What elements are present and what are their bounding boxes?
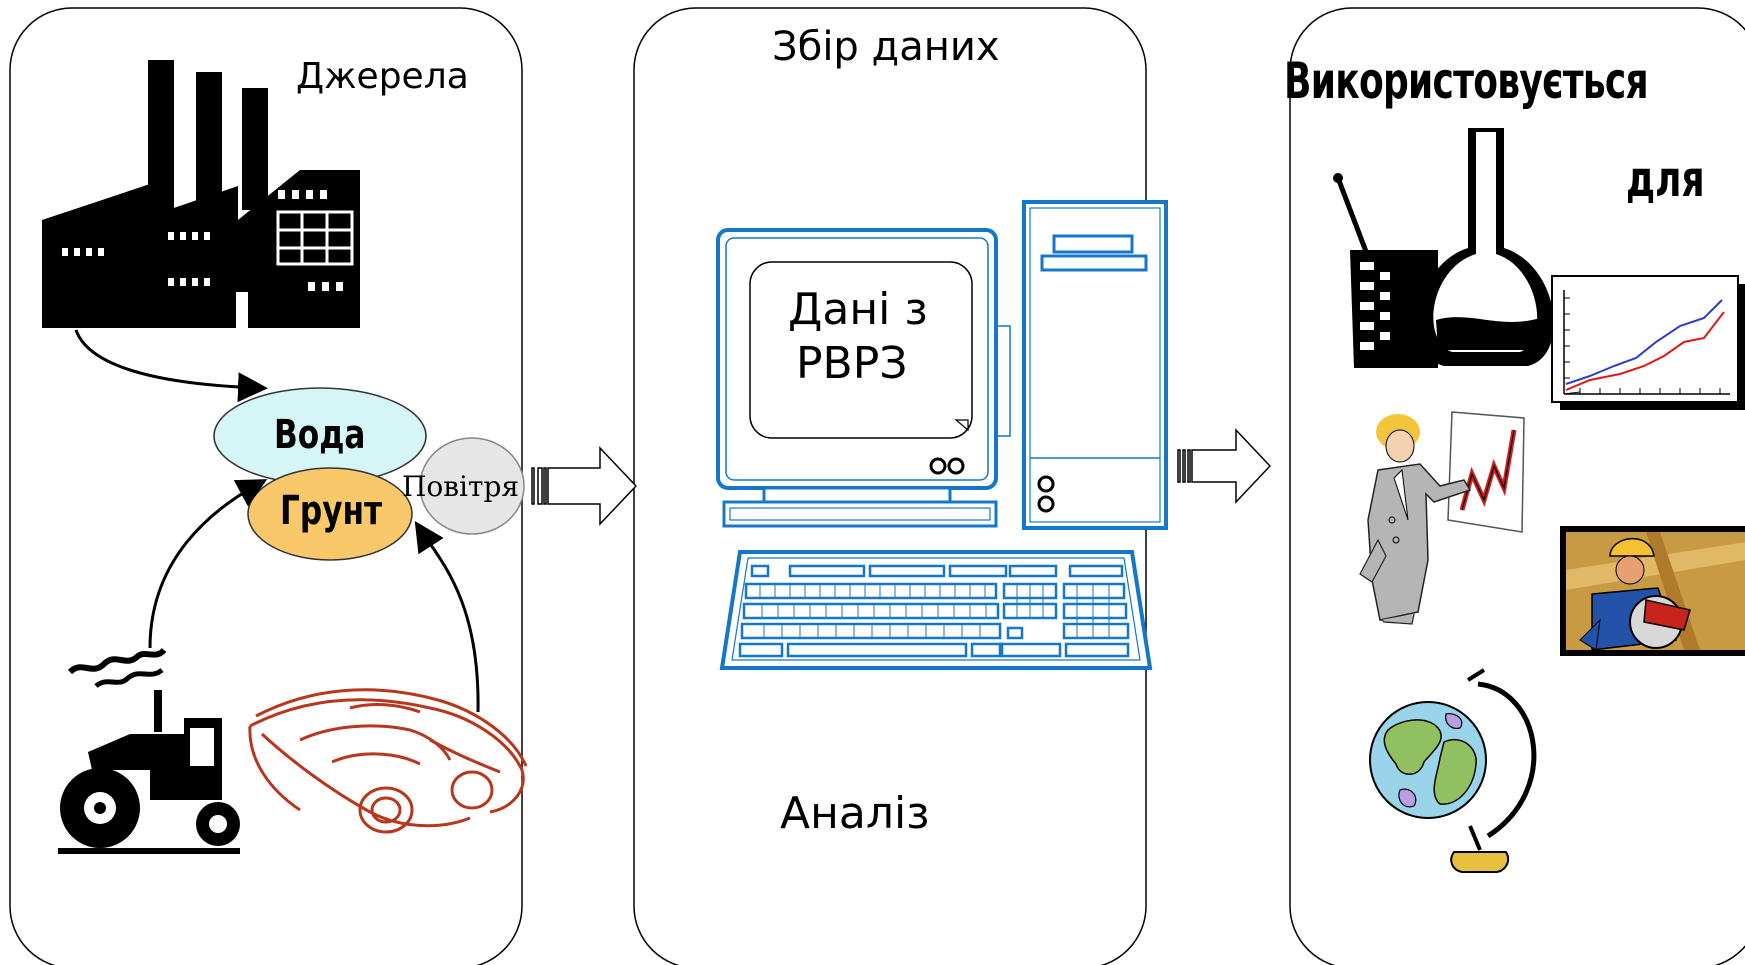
sources-title: Джерела — [296, 56, 469, 97]
uses-title-line1: Використовується — [1284, 52, 1649, 110]
hollow-arrow-icon — [531, 446, 638, 526]
tractor-to-soil-arrow — [148, 479, 268, 649]
globe-icon — [1369, 668, 1537, 873]
car-to-soil-arrow — [414, 520, 480, 713]
analysis-label: Аналіз — [780, 788, 930, 839]
screen-text-line2: РВРЗ — [796, 338, 908, 389]
line-chart-icon — [1551, 275, 1745, 410]
uses-panel — [1289, 7, 1745, 965]
soil-label: Грунт — [280, 488, 383, 534]
soil-ellipse — [247, 467, 413, 561]
car-icon — [248, 688, 528, 834]
air-label: Повітря — [402, 470, 520, 503]
factory-icon — [42, 60, 360, 328]
air-ellipse — [419, 437, 525, 535]
uses-title-line2: для — [1626, 150, 1705, 208]
tractor-icon — [58, 647, 240, 854]
collection-title: Збір даних — [772, 24, 1000, 70]
water-label: Вода — [274, 412, 366, 458]
computer-icon — [716, 200, 1168, 670]
screen-text-line1: Дані з — [788, 284, 928, 335]
hollow-arrow-icon-2 — [1177, 428, 1272, 504]
presenter-icon — [1359, 411, 1525, 625]
worker-icon — [1560, 526, 1745, 656]
factory-to-media-arrow — [74, 329, 268, 403]
lab-flask-icon — [1333, 128, 1554, 368]
